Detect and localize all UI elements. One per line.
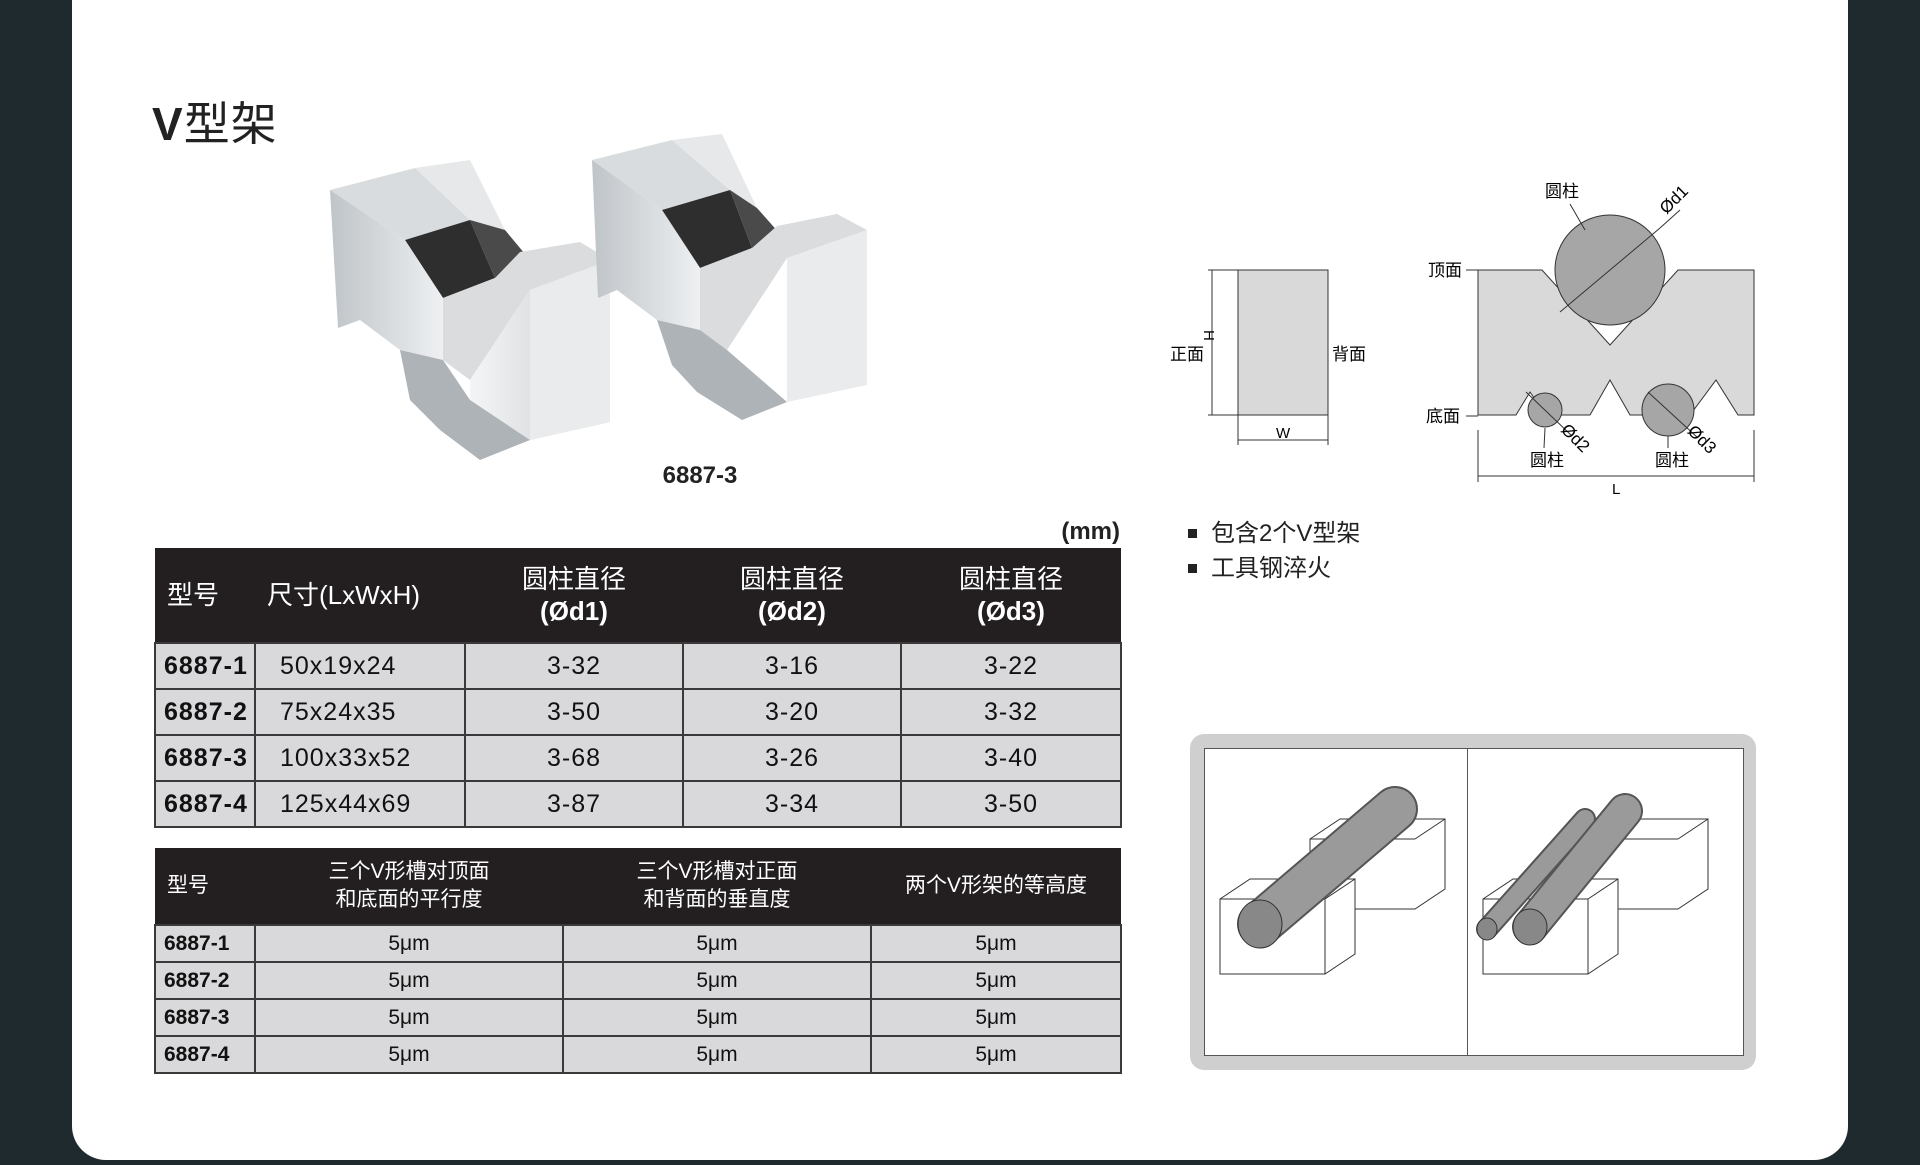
product-caption: 6887-3: [662, 462, 738, 489]
label-l: L: [1612, 481, 1620, 498]
dimension-diagram: H 正面 背面 W Ød1 圆柱 顶面 底面 Ød2 Ød3 圆柱 圆柱 L: [1170, 182, 1755, 498]
table-row: 6887-3 100x33x52 3-68 3-26 3-40: [154, 734, 1122, 782]
header-model: 型号: [155, 848, 255, 925]
table-row: 6887-1 50x19x24 3-32 3-16 3-22: [154, 642, 1122, 690]
label-h: H: [1200, 330, 1217, 341]
header-parallelism: 三个V形槽对顶面和底面的平行度: [255, 848, 563, 925]
header-d1: 圆柱直径(Ød1): [465, 548, 683, 643]
label-cylinder-2: 圆柱: [1530, 451, 1564, 470]
table-row: 6887-1 5μm 5μm 5μm: [154, 924, 1122, 963]
label-front: 正面: [1170, 345, 1204, 364]
unit-label: (mm): [1061, 518, 1120, 545]
list-item: 工具钢淬火: [1188, 551, 1360, 586]
table-row: 6887-4 5μm 5μm 5μm: [154, 1035, 1122, 1074]
label-w: W: [1276, 425, 1291, 442]
label-back: 背面: [1332, 345, 1366, 364]
label-cylinder-3: 圆柱: [1655, 451, 1689, 470]
header-perpendicularity: 三个V形槽对正面和背面的垂直度: [563, 848, 871, 925]
header-size: 尺寸(LxWxH): [255, 548, 465, 643]
label-d1: Ød1: [1656, 182, 1692, 218]
header-model: 型号: [155, 548, 255, 643]
table-row: 6887-4 125x44x69 3-87 3-34 3-50: [154, 780, 1122, 828]
header-equal-height: 两个V形架的等高度: [871, 848, 1121, 925]
v-block-product-image: [330, 134, 867, 460]
feature-list: 包含2个V型架 工具钢淬火: [1188, 516, 1360, 586]
usage-drawing: [1219, 786, 1709, 975]
label-d3: Ød3: [1684, 421, 1720, 457]
header-d3: 圆柱直径(Ød3): [901, 548, 1121, 643]
dimensions-table: 型号 尺寸(LxWxH) 圆柱直径(Ød1) 圆柱直径(Ød2) 圆柱直径(Ød…: [154, 548, 1122, 828]
accuracy-table: 型号 三个V形槽对顶面和底面的平行度 三个V形槽对正面和背面的垂直度 两个V形架…: [154, 848, 1122, 1074]
table-row: 6887-2 5μm 5μm 5μm: [154, 961, 1122, 1000]
label-top: 顶面: [1428, 261, 1462, 280]
label-bottom: 底面: [1426, 407, 1460, 426]
page-title: V型架: [152, 98, 278, 150]
header-d2: 圆柱直径(Ød2): [683, 548, 901, 643]
usage-illustration: [1190, 734, 1756, 1070]
label-cylinder-1: 圆柱: [1545, 182, 1579, 201]
list-item: 包含2个V型架: [1188, 516, 1360, 551]
table-row: 6887-2 75x24x35 3-50 3-20 3-32: [154, 688, 1122, 736]
table-row: 6887-3 5μm 5μm 5μm: [154, 998, 1122, 1037]
